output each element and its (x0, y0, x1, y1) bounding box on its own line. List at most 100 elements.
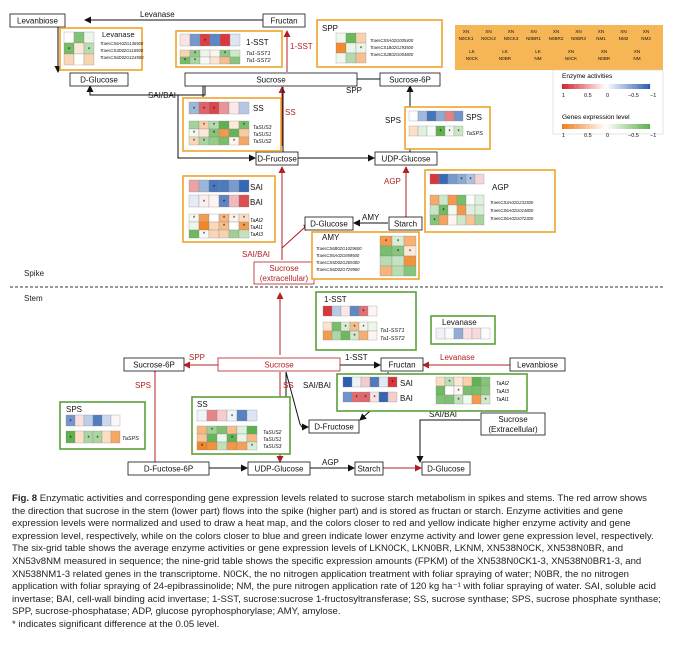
expression-scale-swatch-19 (603, 124, 607, 129)
spike-sst-act-cell-0-0 (179, 33, 191, 47)
stem-ai-exp-cell-2-0 (435, 394, 446, 405)
spike-sst-act: * (179, 33, 241, 47)
spike-levanase-grid-cell-0-0 (63, 31, 75, 44)
expression-scale-swatch-35 (639, 124, 642, 129)
spike-spp-grid: * (335, 32, 367, 64)
node-stem-sucrose (217, 357, 341, 372)
stem-ss-act-cell-0-2 (216, 409, 228, 422)
activity-scale-tick-1: 0.5 (584, 93, 592, 99)
spike-agp-act-star-0-4: * (469, 178, 472, 184)
spike-sps-exp-cell-0-2 (426, 125, 437, 137)
spike-ai-exp-cell-1-4 (228, 221, 240, 231)
spike-ss-exp-cell-0-3 (218, 120, 230, 130)
spike-ai-exp-cell-0-1 (198, 213, 210, 223)
legend2-group-2: NM (534, 56, 541, 61)
spike-sst-exp-star-0-1: * (194, 51, 197, 57)
stem-sst-act-cell-0-5 (367, 305, 378, 317)
spike-ss-exp-star-0-1: * (203, 123, 206, 129)
stem-sst-exp-cell-0-5 (367, 321, 378, 332)
stem-sst-gene-1: Ta1-SST2 (380, 336, 405, 342)
stem-sai-act-cell-0-2 (360, 376, 371, 388)
node-sucrose (184, 72, 358, 87)
stem-ai-exp-star-2-2: * (457, 398, 460, 404)
stem-sps-exp-star-0-2: * (87, 436, 90, 442)
stem-ss-exp-cell-0-3 (226, 425, 238, 435)
spike-amy-grid-cell-2-0 (379, 255, 393, 267)
activity-scale-swatch-22 (610, 84, 613, 89)
activity-scale-swatch-1 (564, 84, 567, 89)
stem-sst-act-cell-0-2 (340, 305, 351, 317)
node-stem-fructan (380, 357, 424, 372)
activity-scale-swatch-30 (628, 84, 631, 89)
stem-ss-gene-1: TaSUS1 (263, 437, 282, 443)
activity-legend-title: Enzyme activities (562, 73, 613, 80)
spike-arrows (54, 16, 414, 260)
stem-sai-act-star-0-5: * (391, 381, 394, 387)
spike-spp-grid-cell-1-0 (335, 42, 347, 54)
spike-sai-act: * (188, 179, 250, 193)
spike-sst-exp: **** (179, 49, 241, 64)
spike-sps-act-cell-0-0 (408, 110, 419, 122)
spike-agp-exp-cell-2-2 (447, 214, 458, 226)
edge-agp: AGP (384, 177, 401, 186)
spike-spp-grid-cell-2-0 (335, 52, 347, 64)
spike-bai-title: BAI (250, 198, 263, 207)
stem-bai-act-star-0-3: * (373, 396, 376, 402)
spike-sps-exp-cell-0-0 (408, 125, 419, 137)
spike-ss-gene-0: TaSUS3 (253, 125, 272, 131)
spike-amy-grid-star-1-2: * (409, 250, 412, 256)
activity-scale-swatch-18 (601, 84, 604, 89)
activity-scale-swatch-26 (619, 84, 622, 89)
spike-agp-exp-cell-1-0 (429, 204, 440, 216)
expression-scale-swatch-8 (579, 124, 582, 129)
stem-sst-exp-star-0-4: * (362, 325, 365, 331)
stem-ss-exp-cell-0-5 (246, 425, 258, 435)
activity-scale-swatch-38 (645, 84, 648, 89)
spike-ai-exp-star-1-5: * (243, 224, 246, 230)
stem-ss-exp-cell-0-4 (236, 425, 248, 435)
legend-group-nm1: NM1 (596, 36, 606, 41)
stem-sai-act: * (342, 376, 398, 388)
spike-sai-act-cell-0-1 (198, 179, 210, 193)
stem-bai-act: *** (342, 391, 398, 403)
stem-ss-gene-2: TaSUS3 (263, 444, 282, 450)
spike-ss-exp-cell-2-3 (218, 136, 230, 146)
spike-levanase-gene-2: TraesCS6D02G124500 (100, 55, 144, 60)
activity-scale-swatch-14 (592, 84, 596, 89)
stem-sst-exp-cell-1-0 (322, 330, 333, 341)
spike-agp-gene-0: TraesCS3A02G231500 (490, 200, 534, 205)
stem-sst-exp: **** (322, 321, 378, 341)
legend2-group-0: N0CK (466, 56, 479, 61)
spike-ai-exp-cell-1-2 (208, 221, 220, 231)
spike-sst-exp-cell-0-5 (229, 49, 241, 58)
legend-group-nm3: NM3 (641, 36, 651, 41)
activity-scale-swatch-32 (632, 84, 635, 89)
stem-levanase-act-cell-0-0 (435, 327, 446, 340)
expression-scale-swatch-21 (608, 124, 611, 129)
expression-scale-swatch-11 (586, 124, 589, 129)
stem-ss-exp-star-0-1: * (211, 428, 214, 434)
node-stem-d-glucose-label: D-Glucose (427, 465, 465, 474)
spike-amy-grid-cell-2-1 (391, 255, 405, 267)
stem-sai-title: SAI (400, 379, 413, 388)
stem-sst-gene-0: Ta1-SST1 (380, 328, 405, 334)
spike-ss-exp-cell-2-5 (238, 136, 250, 146)
legend-group-n0br2: N0BR2 (549, 36, 564, 41)
stem-ss-exp-star-2-0: * (201, 444, 204, 450)
stem-ai-exp-cell-1-1 (444, 385, 455, 396)
spike-agp-act: ** (429, 173, 485, 185)
activity-scale-swatch-27 (621, 84, 624, 89)
node-stem-udp-glucose-label: UDP-Glucose (255, 465, 304, 474)
spike-sps-act-cell-0-2 (426, 110, 437, 122)
legend2-prefix-3: XN (568, 49, 574, 54)
spike-agp-exp-cell-0-0 (429, 194, 440, 206)
node-starch (388, 216, 423, 231)
spike-sst-title: 1-SST (246, 38, 269, 47)
stem-sst-exp-cell-1-1 (331, 330, 342, 341)
stem-sst-exp-cell-0-0 (322, 321, 333, 332)
activity-scale-swatch-23 (612, 84, 615, 89)
node-d-glucose-2 (304, 216, 354, 231)
spike-ss-exp-star-0-2: * (213, 123, 216, 129)
spike-agp-title: AGP (492, 183, 509, 192)
